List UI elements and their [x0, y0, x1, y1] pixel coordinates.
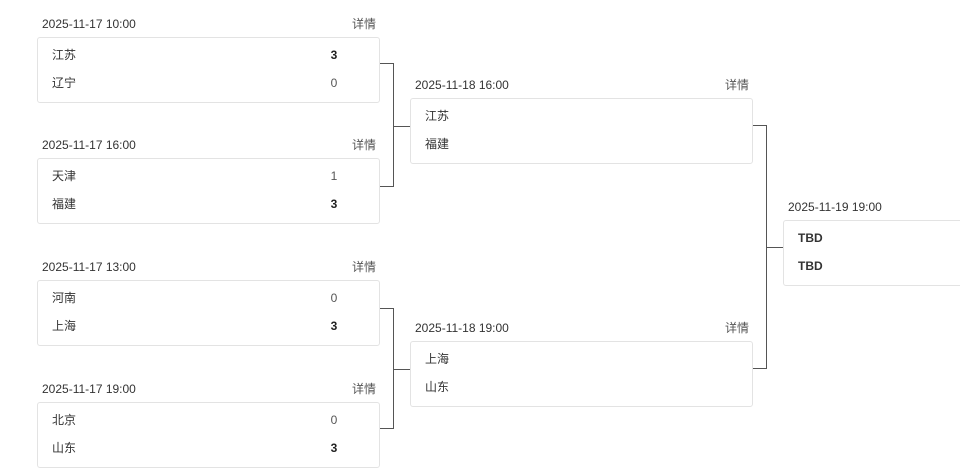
team-score: 3 — [330, 319, 338, 333]
team-name: 江苏 — [425, 109, 450, 123]
team-score: 1 — [330, 169, 338, 183]
match-card[interactable]: TBD TBD — [783, 220, 960, 286]
team-score: 0 — [330, 76, 338, 90]
connector — [380, 63, 394, 64]
match-time: 2025-11-19 19:00 — [788, 200, 882, 214]
connector — [380, 308, 394, 309]
match-card[interactable]: 江苏 3 辽宁 0 — [37, 37, 380, 103]
match-r1-2: 2025-11-17 16:00 详情 天津 1 福建 3 — [37, 138, 380, 224]
team-score: 3 — [330, 197, 338, 211]
connector — [393, 308, 394, 429]
match-card[interactable]: 天津 1 福建 3 — [37, 158, 380, 224]
team-score: 3 — [330, 441, 338, 455]
match-time: 2025-11-17 13:00 — [42, 260, 136, 274]
match-r1-3: 2025-11-17 13:00 详情 河南 0 上海 3 — [37, 260, 380, 346]
team-name: 福建 — [425, 137, 450, 151]
detail-link[interactable]: 详情 — [352, 138, 377, 152]
match-r2-1: 2025-11-18 16:00 详情 江苏 福建 — [410, 78, 753, 164]
connector — [753, 368, 767, 369]
match-card[interactable]: 江苏 福建 — [410, 98, 753, 164]
match-time: 2025-11-18 16:00 — [415, 78, 509, 92]
match-final: 2025-11-19 19:00 TBD TBD — [783, 200, 960, 286]
connector — [393, 369, 410, 370]
team-score: 3 — [330, 48, 338, 62]
team-name: 辽宁 — [52, 76, 77, 90]
match-r2-2: 2025-11-18 19:00 详情 上海 山东 — [410, 321, 753, 407]
match-time: 2025-11-18 19:00 — [415, 321, 509, 335]
connector — [766, 247, 783, 248]
connector — [393, 126, 410, 127]
match-card[interactable]: 北京 0 山东 3 — [37, 402, 380, 468]
team-score: 0 — [330, 291, 338, 305]
team-name: 上海 — [52, 319, 77, 333]
connector — [380, 186, 394, 187]
match-time: 2025-11-17 19:00 — [42, 382, 136, 396]
team-name: 山东 — [52, 441, 77, 455]
team-name: TBD — [798, 259, 823, 273]
match-r1-4: 2025-11-17 19:00 详情 北京 0 山东 3 — [37, 382, 380, 468]
match-time: 2025-11-17 10:00 — [42, 17, 136, 31]
match-card[interactable]: 河南 0 上海 3 — [37, 280, 380, 346]
match-card[interactable]: 上海 山东 — [410, 341, 753, 407]
team-name: 福建 — [52, 197, 77, 211]
connector — [393, 63, 394, 187]
match-time: 2025-11-17 16:00 — [42, 138, 136, 152]
detail-link[interactable]: 详情 — [352, 382, 377, 396]
match-r1-1: 2025-11-17 10:00 详情 江苏 3 辽宁 0 — [37, 17, 380, 103]
team-name: 河南 — [52, 291, 77, 305]
team-name: TBD — [798, 231, 823, 245]
detail-link[interactable]: 详情 — [725, 78, 750, 92]
detail-link[interactable]: 详情 — [725, 321, 750, 335]
team-name: 天津 — [52, 169, 77, 183]
connector — [753, 125, 767, 126]
team-name: 江苏 — [52, 48, 77, 62]
team-name: 北京 — [52, 413, 77, 427]
team-name: 上海 — [425, 352, 450, 366]
connector — [380, 428, 394, 429]
detail-link[interactable]: 详情 — [352, 260, 377, 274]
detail-link[interactable]: 详情 — [352, 17, 377, 31]
team-name: 山东 — [425, 380, 450, 394]
team-score: 0 — [330, 413, 338, 427]
